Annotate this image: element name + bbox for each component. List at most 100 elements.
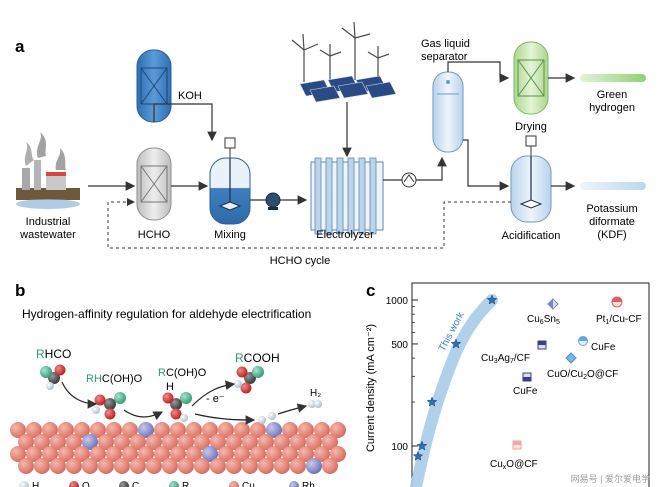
electrolyzer-label: Electrolyzer bbox=[316, 229, 374, 241]
cu-atom bbox=[210, 434, 226, 450]
cu-atom bbox=[114, 434, 130, 450]
this-work-points bbox=[412, 294, 498, 461]
cu-atom bbox=[274, 458, 290, 474]
cu-atom bbox=[218, 446, 234, 462]
cu-atom bbox=[178, 458, 194, 474]
hcho-cycle-line bbox=[107, 198, 511, 249]
cu-atom bbox=[282, 446, 298, 462]
cu-atom bbox=[194, 434, 210, 450]
cu-atom bbox=[10, 446, 26, 462]
this-work-band bbox=[410, 294, 498, 487]
point-pt1-cu-cf bbox=[611, 296, 623, 308]
label-pt1-cu-cf: Pt1/Cu-CF bbox=[596, 314, 642, 326]
cu-atom bbox=[98, 458, 114, 474]
point-cufe-1 bbox=[578, 336, 588, 346]
cu-atom bbox=[154, 446, 170, 462]
hcho-vessel bbox=[136, 147, 172, 221]
cu-atom bbox=[66, 458, 82, 474]
this-work-star bbox=[416, 440, 428, 451]
kdf-product bbox=[580, 182, 646, 190]
label-cufe-2: CuFe bbox=[513, 386, 538, 397]
cu-atom bbox=[130, 458, 146, 474]
cu-atom bbox=[82, 458, 98, 474]
species-rcooh: RCOOH bbox=[235, 351, 280, 365]
cu-atom bbox=[130, 434, 146, 450]
legend-h: H bbox=[32, 481, 39, 487]
legend-o: O bbox=[82, 481, 90, 487]
kdf-label-1: Potassium bbox=[586, 203, 637, 215]
rh-atom bbox=[266, 422, 282, 438]
panel-b-title: Hydrogen-affinity regulation for aldehyd… bbox=[22, 307, 311, 321]
cu-atom bbox=[266, 446, 282, 462]
point-cuxo bbox=[512, 440, 522, 450]
atom-legend: H O C R Cu Rh bbox=[19, 481, 315, 487]
cu-atom bbox=[314, 446, 330, 462]
cu-atom bbox=[194, 458, 210, 474]
point-cu6sn5 bbox=[547, 298, 559, 310]
cu-atom bbox=[330, 422, 346, 438]
pump-icon-2 bbox=[401, 172, 417, 188]
panel-a-letter: a bbox=[15, 37, 25, 56]
reaction-arrow-1 bbox=[61, 381, 98, 409]
cu-atom bbox=[138, 446, 154, 462]
cu-atom bbox=[298, 422, 314, 438]
y-axis-label: Current density (mA cm⁻²) bbox=[365, 324, 377, 452]
cu-atom bbox=[10, 422, 26, 438]
rh-atom bbox=[82, 434, 98, 450]
cu-atom bbox=[258, 458, 274, 474]
cu-atom bbox=[178, 434, 194, 450]
cu-atom bbox=[250, 446, 266, 462]
cu-atom bbox=[242, 434, 258, 450]
renewable-power-icon bbox=[291, 21, 397, 103]
this-work-star bbox=[486, 294, 498, 305]
cu-atom bbox=[170, 446, 186, 462]
flow-arrow-koh bbox=[153, 103, 217, 142]
wastewater-label-2: wastewater bbox=[19, 229, 76, 241]
this-work-star bbox=[412, 450, 424, 461]
molecule-rhco bbox=[40, 364, 66, 390]
cu-atom bbox=[18, 434, 34, 450]
flow-arrow-liquid bbox=[463, 139, 510, 191]
catalyst-surface bbox=[10, 422, 346, 474]
label-cuxo-cf: CuxO@CF bbox=[490, 459, 538, 471]
watermark: 网易号 | 爱尔爱电学 bbox=[571, 473, 650, 484]
label-cu3ag7-cf: Cu3Ag7/CF bbox=[481, 353, 530, 365]
cu-atom bbox=[74, 422, 90, 438]
reaction-arrow-4 bbox=[194, 413, 256, 425]
reaction-arrow-2 bbox=[123, 409, 164, 421]
cu-atom bbox=[106, 422, 122, 438]
green-hydrogen-product bbox=[580, 74, 646, 82]
cu-atom bbox=[186, 446, 202, 462]
cu-atom bbox=[258, 434, 274, 450]
species-rcoho: RC(OH)O bbox=[158, 367, 207, 379]
acidification-vessel bbox=[510, 135, 552, 223]
mixing-label: Mixing bbox=[214, 229, 246, 241]
adsorbed-h bbox=[258, 412, 276, 424]
wastewater-label-1: Industrial bbox=[26, 216, 71, 228]
molecule-intermediate-2 bbox=[162, 392, 192, 422]
molecule-intermediate-1 bbox=[92, 392, 126, 420]
hcho-label: HCHO bbox=[138, 229, 171, 241]
species-rhco: RHCO bbox=[36, 347, 71, 361]
hcho-cycle-label: HCHO cycle bbox=[270, 255, 331, 267]
cu-atom bbox=[234, 422, 250, 438]
drying-vessel bbox=[513, 41, 549, 115]
cu-atom bbox=[42, 422, 58, 438]
cu-atom bbox=[26, 422, 42, 438]
legend-c: C bbox=[132, 481, 139, 487]
cu-atom bbox=[218, 422, 234, 438]
cu-atom bbox=[146, 434, 162, 450]
legend-cu: Cu bbox=[242, 481, 255, 487]
cu-atom bbox=[226, 458, 242, 474]
cu-atom bbox=[170, 422, 186, 438]
point-cufe-2 bbox=[522, 372, 532, 382]
cu-atom bbox=[122, 446, 138, 462]
y-tick-label: 100 bbox=[391, 442, 408, 453]
cu-atom bbox=[250, 422, 266, 438]
legend-r: R bbox=[182, 481, 189, 487]
koh-label: KOH bbox=[178, 90, 202, 102]
panel-c-letter: c bbox=[366, 281, 375, 300]
